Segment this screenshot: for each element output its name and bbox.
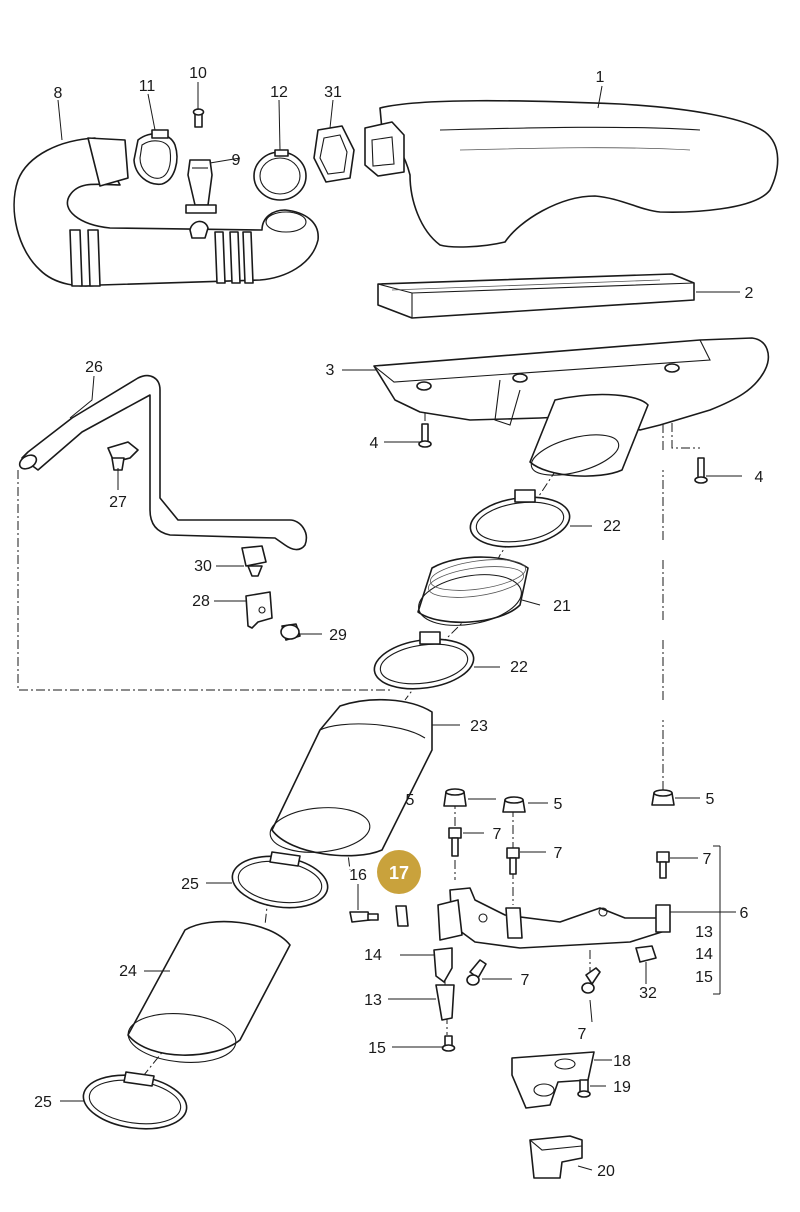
part-22-clamp-upper [469,489,571,548]
callout-1: 1 [596,69,605,86]
part-30-clip [241,545,267,577]
callout-15-left: 15 [368,1040,386,1057]
callout-12: 12 [270,84,288,101]
part-13-clip [435,984,455,1021]
part-16-pin [349,911,379,923]
part-18-bracket [511,1051,595,1109]
callout-18: 18 [613,1053,631,1070]
part-14-clip [433,947,453,983]
callout-15-right: 15 [695,969,713,986]
part-3-filter-housing-lower [373,337,769,477]
callout-9: 9 [232,152,241,169]
callout-7-c: 7 [703,851,712,868]
part-20-bracket [529,1135,583,1179]
part-24-sleeve [127,920,291,1063]
part-7-bolts [448,827,670,994]
callout-16: 16 [349,867,367,884]
part-11-clamp [133,129,178,185]
callout-7-a: 7 [493,826,502,843]
part-5-cap-left [443,788,467,807]
callout-7-b: 7 [554,845,563,862]
callout-20: 20 [597,1163,615,1180]
callout-5-left: 5 [406,792,415,809]
part-23-duct [269,698,433,857]
callout-6: 6 [740,905,749,922]
callout-13-left: 13 [364,992,382,1009]
highlight-badge[interactable] [377,850,421,894]
part-12-hose-clamp [253,149,307,201]
part-22-clamp-lower [373,631,475,690]
callout-21: 21 [553,598,571,615]
part-1-filter-housing-upper [364,99,779,248]
callout-31: 31 [324,84,342,101]
part-15-screw [441,1035,456,1052]
callout-24: 24 [119,963,137,980]
callout-17-highlighted[interactable]: 17 [389,863,409,883]
leader-lines [57,82,742,1171]
callout-11: 11 [139,78,156,95]
part-32-clip [635,945,657,963]
part-17-grommet [395,905,409,927]
callout-4-right: 4 [755,469,764,486]
callout-10: 10 [189,65,207,82]
part-2-filter-element [377,273,695,319]
callout-2: 2 [745,285,754,302]
part-4-screw-left [418,423,432,448]
callout-26: 26 [85,359,103,376]
part-6-support-bracket [437,887,671,949]
callout-13-right: 13 [695,924,713,941]
part-10-screw [192,108,205,128]
part-8-intake-hose [13,137,319,287]
callout-14-left: 14 [364,947,382,964]
part-28-bracket [245,591,273,629]
callout-23: 23 [470,718,488,735]
callout-4-left: 4 [370,435,379,452]
callout-7-e: 7 [578,1026,587,1043]
callout-5-middle: 5 [554,796,563,813]
callout-5-right: 5 [706,791,715,808]
callout-7-d: 7 [521,972,530,989]
callout-25-lower: 25 [34,1094,52,1111]
part-9-sensor [185,159,217,214]
part-19-screw [577,1079,591,1098]
callout-22-upper: 22 [603,518,621,535]
callout-25-upper: 25 [181,876,199,893]
callout-30: 30 [194,558,212,575]
part-4-screw-right [694,457,708,484]
part-29-bolt [280,623,301,641]
callout-29: 29 [329,627,347,644]
callout-28: 28 [192,593,210,610]
callout-19: 19 [613,1079,631,1096]
part-5-cap-right [651,789,675,806]
part-27-clip [107,441,139,471]
part-31-gasket [313,125,355,183]
part-21-bellows [417,556,529,626]
callout-14-right: 14 [695,946,713,963]
callout-32: 32 [639,985,657,1002]
part-25-clamp-upper [231,851,329,909]
callout-27: 27 [109,494,127,511]
part-5-cap-middle [502,796,526,813]
callout-22-lower: 22 [510,659,528,676]
part-25-clamp-lower [82,1071,188,1130]
part-26-vent-tube [18,374,308,551]
callout-3: 3 [326,362,335,379]
callout-8: 8 [54,85,63,102]
callout-labels: 1 2 3 4 4 5 5 5 6 7 7 7 7 7 8 9 10 11 12… [34,65,763,1180]
